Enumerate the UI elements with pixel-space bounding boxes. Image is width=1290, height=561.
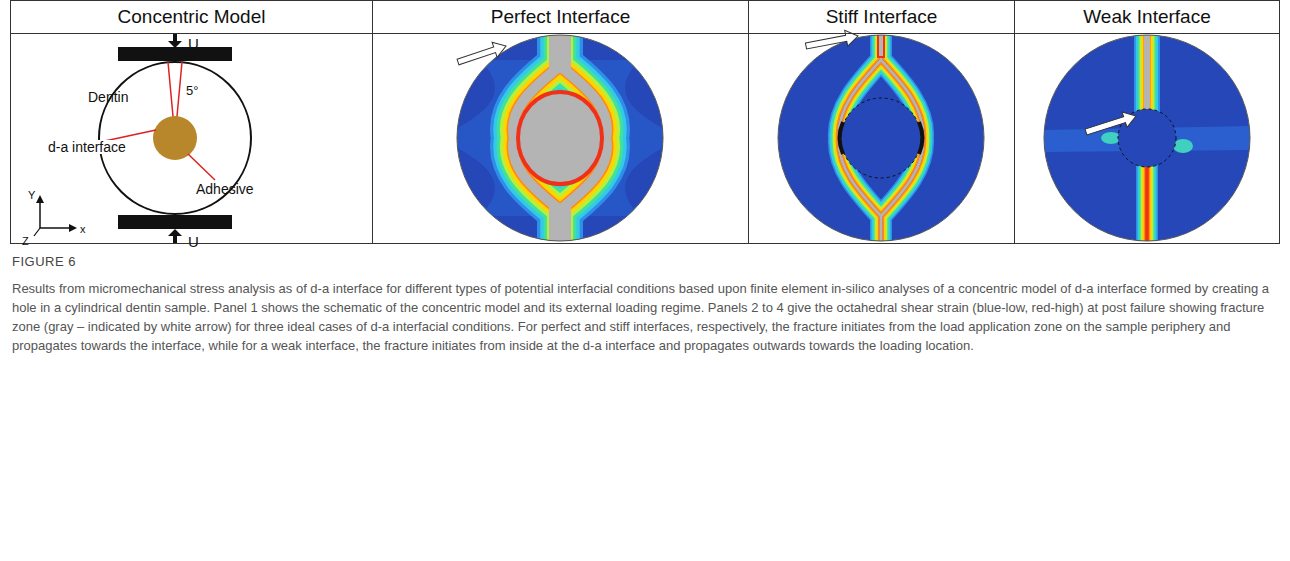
callout-label: U [188, 36, 199, 51]
figure-number: FIGURE 6 [12, 254, 76, 269]
figure-panel: Weak Interface [1014, 0, 1280, 244]
figure-panel: Stiff Interface [748, 0, 1015, 244]
callout-label: Adhesive [196, 182, 254, 196]
callout-label: Z [22, 236, 29, 247]
strain-contour-plot [440, 35, 680, 241]
strain-contour-plot [778, 35, 984, 241]
callout-label: Dentin [88, 90, 128, 104]
callout-label: 5° [186, 84, 198, 97]
white-arrow [804, 28, 859, 54]
strain-contour-plot [1044, 35, 1250, 241]
callout-label: d-a interface [48, 140, 126, 154]
figure-caption: Results from micromechanical stress anal… [12, 279, 1278, 355]
white-arrow [455, 38, 508, 69]
callout-label: x [80, 224, 86, 235]
figure-panel: Perfect Interface [372, 0, 749, 244]
panel-heading: Perfect Interface [373, 1, 748, 34]
concentric-model-schematic [34, 34, 251, 243]
white-arrow [1084, 108, 1139, 139]
callout-label: Y [28, 190, 35, 201]
panel-heading: Concentric Model [11, 1, 372, 34]
callout-label: U [188, 234, 199, 249]
panel-heading: Stiff Interface [749, 1, 1014, 34]
panel-heading: Weak Interface [1015, 1, 1279, 34]
